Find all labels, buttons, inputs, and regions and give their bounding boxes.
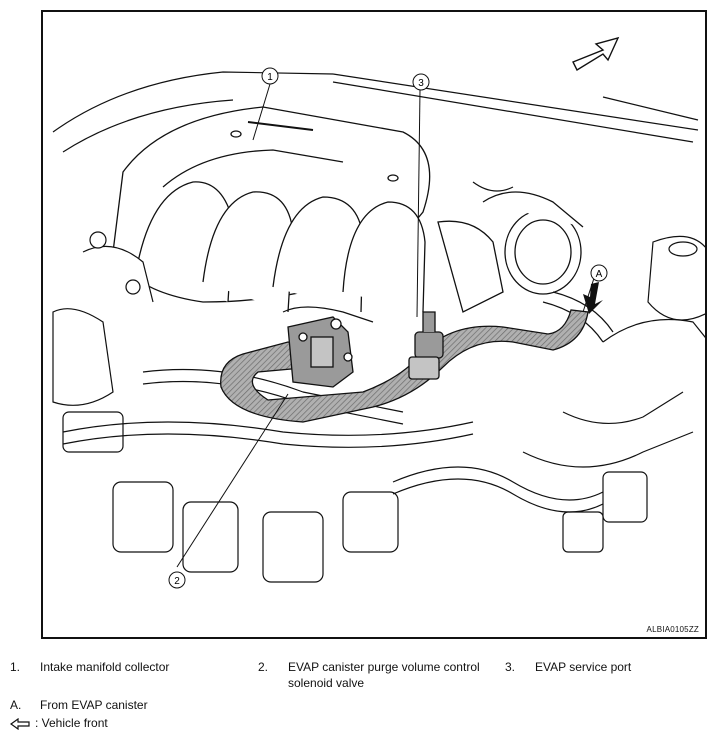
wiring-harness [62, 181, 614, 513]
engine-illustration: 1 3 2 A [52, 36, 705, 589]
legend-2-number: 2. [258, 660, 269, 674]
legend-2-text-line1: EVAP canister purge volume control [288, 660, 480, 674]
intake-manifold-collector [112, 106, 431, 313]
legend-vehicle-front-text: : Vehicle front [35, 716, 108, 730]
legend-1-text: Intake manifold collector [40, 660, 170, 674]
left-components [52, 231, 399, 583]
legend-2-text-line2: solenoid valve [288, 676, 365, 690]
callout-a-label: A [596, 269, 603, 280]
legend-3-number: 3. [505, 660, 516, 674]
callout-3: 3 [412, 73, 430, 91]
callout-1: 1 [261, 67, 279, 85]
vehicle-front-arrow-icon [10, 718, 30, 730]
evap-service-port [408, 311, 444, 380]
engine-bay-diagram: 1 3 2 A ALBIA0105ZZ [41, 10, 707, 639]
callout-2: 2 [168, 571, 186, 589]
legend-1-number: 1. [10, 660, 21, 674]
legend-a-letter: A. [10, 698, 22, 712]
flow-arrow-icon [583, 282, 603, 314]
figure-code: ALBIA0105ZZ [646, 625, 699, 634]
vehicle-front-arrow [572, 36, 620, 71]
callout-a: A [583, 264, 608, 314]
right-components [522, 235, 705, 553]
legend-3-text: EVAP service port [535, 660, 632, 674]
callout-3-label: 3 [418, 78, 424, 89]
callout-1-label: 1 [267, 72, 273, 83]
callout-2-label: 2 [174, 576, 180, 587]
evap-hose [220, 306, 589, 423]
evap-purge-solenoid-valve [287, 316, 354, 388]
hood-lines [52, 71, 699, 153]
throttle-body [437, 191, 584, 313]
legend-a-text: From EVAP canister [40, 698, 148, 712]
